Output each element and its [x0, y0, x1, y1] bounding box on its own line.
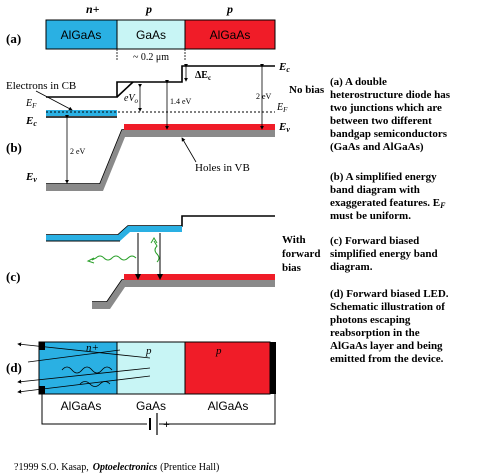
svg-text:exaggerated features. EF: exaggerated features. EF: [330, 197, 446, 210]
layer-algaas-p-label: AlGaAs: [210, 28, 251, 42]
caption-b: (b) A simplified energy band diagram wit…: [330, 171, 446, 222]
circuit-wire-left: [41, 394, 147, 425]
back-contact: [270, 342, 276, 394]
panel-a-label: (a): [6, 31, 21, 46]
gap-2ev-right: 2 eV: [256, 92, 272, 101]
device-layer2-label: GaAs: [136, 399, 166, 413]
layer-algaas-n-label: AlGaAs: [61, 28, 102, 42]
svg-text:bandgap semiconductors: bandgap semiconductors: [330, 128, 448, 140]
caption-c: (c) Forward biased simplified energy ban…: [330, 235, 438, 273]
caption-d: (d) Forward biased LED. Schematic illust…: [330, 288, 449, 365]
panel-c-label: (c): [6, 269, 20, 284]
gap-2ev-left: 2 eV: [70, 147, 86, 156]
ef-right-label: EF: [276, 102, 288, 114]
forward-bias-line1: With: [282, 234, 306, 246]
photon-ray-3: [17, 375, 151, 394]
panel-a-type-p2: p: [226, 2, 233, 16]
svg-text:photons escaping: photons escaping: [330, 314, 411, 326]
front-contact-top: [39, 342, 45, 350]
svg-text:must be uniform.: must be uniform.: [330, 210, 411, 222]
photon-ray-1: [17, 342, 151, 359]
svg-text:between two different: between two different: [330, 115, 432, 127]
photon-wave-d2: [79, 381, 111, 387]
ev-left-label: Ev: [25, 171, 37, 184]
svg-text:(b) A simplified energy: (b) A simplified energy: [330, 171, 437, 183]
svg-text:two junctions which are: two junctions which are: [330, 102, 442, 114]
forward-bias-line3: bias: [282, 262, 302, 274]
svg-text:emitted from the device.: emitted from the device.: [330, 353, 444, 365]
electrons-in-cb: [46, 110, 117, 116]
layer-gaas: [116, 19, 186, 50]
layer-algaas-n: [45, 19, 118, 50]
layer-algaas-p: [184, 19, 276, 50]
ec-left-label: Ec: [25, 115, 37, 128]
holes-forward: [124, 274, 275, 280]
electrons-forward: [46, 226, 182, 241]
photon-ray-4: [27, 349, 121, 363]
gap-14ev: 1.4 eV: [170, 97, 192, 106]
photon-wave-2: [153, 240, 160, 263]
cb-forward: [46, 215, 275, 236]
panel-b-label: (b): [6, 140, 22, 155]
valence-band-edge: [46, 129, 275, 185]
device-p2-label: p: [215, 345, 222, 357]
panel-a-type-p1: p: [145, 2, 152, 16]
footer-credit: ?1999 S.O. Kasap,Optoelectronics(Prentic…: [14, 462, 219, 473]
panel-a-type-n: n+: [86, 2, 100, 16]
electrons-in-cb-label: Electrons in CB: [6, 80, 76, 92]
ef-left-label: EF: [25, 98, 37, 110]
vb-forward-fill: [92, 280, 275, 309]
delta-ec-label: ΔEc: [195, 70, 211, 82]
photon-ray-2: [17, 367, 151, 384]
svg-text:heterostructure diode has: heterostructure diode has: [330, 89, 451, 101]
svg-text:(c) Forward biased: (c) Forward biased: [330, 235, 419, 247]
svg-text:AlGaAs layer and being: AlGaAs layer and being: [330, 340, 443, 352]
battery-minus: −: [140, 417, 147, 431]
device-p1-label: p: [145, 345, 152, 357]
front-contact-bottom: [39, 386, 45, 394]
svg-text:(GaAs and AlGaAs): (GaAs and AlGaAs): [330, 141, 424, 153]
svg-text:Schematic illustration of: Schematic illustration of: [330, 301, 445, 313]
device-layer3-label: AlGaAs: [208, 399, 249, 413]
svg-text:diagram.: diagram.: [330, 261, 373, 273]
circuit-wire-right: [159, 394, 276, 425]
device-algaas-p: [184, 341, 271, 395]
ev-right-label: Ev: [278, 121, 290, 134]
no-bias-label: No bias: [289, 84, 325, 96]
svg-text:(a) A double: (a) A double: [330, 76, 387, 88]
evo-label: eVo: [124, 93, 139, 105]
width-label: ~ 0.2 μm: [133, 52, 169, 63]
layer-gaas-label: GaAs: [136, 28, 166, 42]
ec-right-label: Ec: [278, 61, 290, 74]
svg-text:reabsorption in the: reabsorption in the: [330, 327, 420, 339]
device-algaas-n: [38, 341, 118, 395]
holes-in-vb-label: Holes in VB: [195, 162, 250, 174]
battery-plus: +: [163, 417, 170, 431]
svg-text:band diagram with: band diagram with: [330, 184, 420, 196]
photon-wave-d1: [61, 366, 113, 374]
holes-in-vb: [124, 124, 275, 130]
conduction-band-edge: [46, 65, 275, 98]
svg-text:simplified energy band: simplified energy band: [330, 248, 438, 260]
forward-bias-line2: forward: [282, 248, 321, 260]
photon-wave-1: [91, 255, 137, 261]
device-n-label: n+: [86, 342, 99, 354]
valence-band-fill: [46, 130, 275, 191]
svg-text:(d) Forward biased LED.: (d) Forward biased LED.: [330, 288, 449, 300]
panel-d-label: (d): [6, 360, 22, 375]
caption-a: (a) A double heterostructure diode has t…: [330, 76, 451, 153]
device-layer1-label: AlGaAs: [61, 399, 102, 413]
